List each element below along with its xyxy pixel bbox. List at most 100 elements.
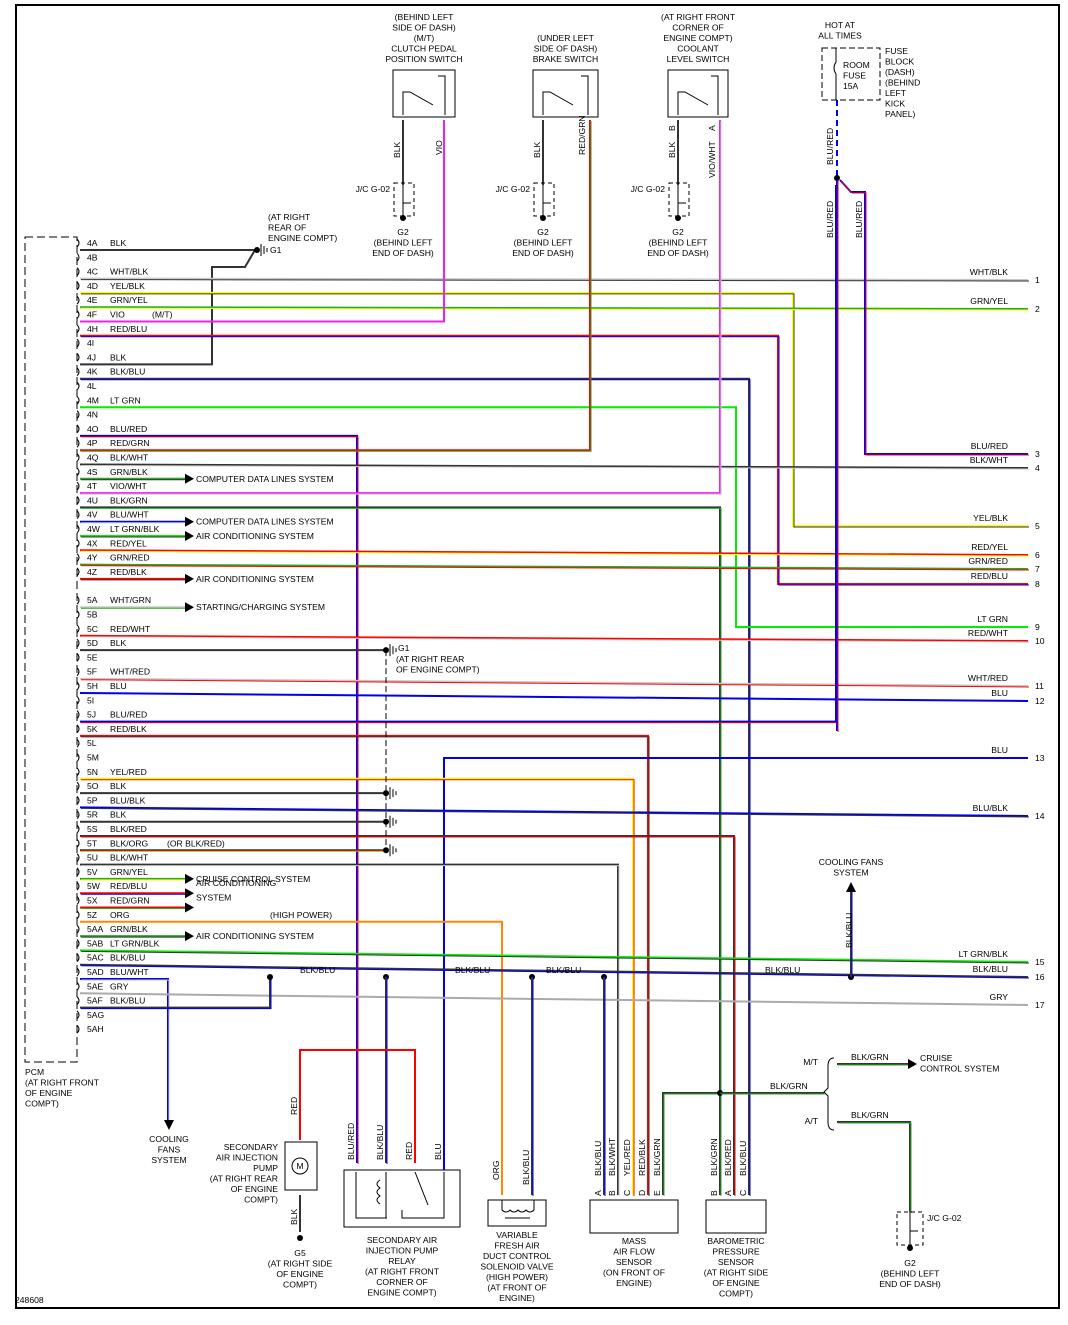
terminal-number: 2 bbox=[1035, 304, 1040, 314]
maf-pin: B bbox=[607, 1190, 617, 1196]
pin-wire-color: RED/WHT bbox=[110, 624, 151, 634]
switch-label: SIDE OF DASH) bbox=[534, 44, 598, 54]
pin-number: 5W bbox=[87, 881, 101, 891]
switch-body bbox=[392, 69, 456, 118]
baro-pin: C bbox=[738, 1190, 748, 1196]
pin-bracket bbox=[76, 939, 80, 948]
system-arrow-icon bbox=[185, 531, 194, 541]
terminal-number: 14 bbox=[1035, 811, 1045, 821]
g5-label: G5 bbox=[294, 1248, 306, 1258]
cruise-arrow-icon bbox=[908, 1059, 917, 1069]
pin-number: 5L bbox=[87, 738, 97, 748]
terminal-number: 12 bbox=[1035, 696, 1045, 706]
switch-label: COOLANT bbox=[677, 44, 719, 54]
valve-wire-label: ORG bbox=[491, 1160, 501, 1180]
motor-label: M bbox=[296, 1161, 303, 1171]
ground-dot bbox=[675, 215, 681, 221]
maf-blk-grn bbox=[662, 1092, 720, 1195]
pin-number: 4X bbox=[87, 538, 98, 548]
wire-5ad bbox=[80, 978, 169, 1120]
wire-4t bbox=[80, 120, 721, 495]
ground-dot bbox=[540, 215, 546, 221]
pin-wire-color: BLK bbox=[110, 238, 127, 248]
pin-bracket bbox=[76, 281, 80, 291]
pin-bracket bbox=[76, 910, 80, 920]
cruise-wire-label: BLK/GRN bbox=[770, 1081, 808, 1091]
maf-blk-grn-stripe bbox=[663, 1093, 721, 1196]
relay-label: (AT RIGHT FRONT bbox=[365, 1267, 440, 1277]
bus-label: BLK/BLU bbox=[765, 965, 800, 975]
wire-4t-stripe bbox=[81, 121, 722, 495]
pin-bracket bbox=[76, 710, 80, 719]
valve-label: VARIABLE bbox=[496, 1230, 538, 1240]
pin-bracket bbox=[76, 267, 80, 276]
pin-number: 5R bbox=[87, 810, 98, 820]
pin-number: 5V bbox=[87, 867, 98, 877]
pin-bracket bbox=[76, 724, 80, 734]
fuse-block-label: (BEHIND bbox=[885, 78, 920, 88]
relay-label: RELAY bbox=[388, 1256, 416, 1266]
pin-wire-color: GRN/YEL bbox=[110, 295, 148, 305]
baro-label: COMPT) bbox=[719, 1289, 753, 1299]
pin-number: 4E bbox=[87, 295, 98, 305]
fuse-block-label: PANEL) bbox=[885, 109, 916, 119]
system-arrow-icon bbox=[185, 573, 194, 584]
terminal-wire-label: BLK/WHT bbox=[970, 455, 1009, 465]
pin-bracket bbox=[76, 695, 80, 705]
maf-label: AIR FLOW bbox=[613, 1247, 655, 1257]
wire-4d bbox=[80, 291, 1028, 527]
pin-number: 4Y bbox=[87, 553, 98, 563]
pin-wire-color: LT GRN bbox=[110, 395, 141, 405]
pin-number: 5E bbox=[87, 652, 98, 662]
jc-g02-internal-br bbox=[909, 1212, 918, 1248]
system-link-label: CRUISE CONTROL SYSTEM bbox=[196, 874, 310, 884]
wire-4o bbox=[80, 434, 358, 1163]
pin-bracket bbox=[76, 738, 80, 748]
g5-label: (AT RIGHT SIDE bbox=[268, 1259, 333, 1269]
pin-wire-color: BLU/RED bbox=[110, 710, 147, 720]
pin-bracket bbox=[76, 996, 80, 1005]
pin-number: 5O bbox=[87, 781, 99, 791]
terminal-wire-label: WHT/BLK bbox=[970, 267, 1008, 277]
baro-body bbox=[705, 1199, 767, 1234]
wire-4h bbox=[80, 334, 1028, 585]
switch-wire-label: RED/GRN bbox=[577, 115, 587, 155]
wire-5ac-stripe bbox=[80, 965, 1030, 979]
terminal-wire-label: BLU/BLK bbox=[973, 803, 1009, 813]
pcm-label: (AT RIGHT FRONT bbox=[25, 1078, 100, 1088]
switch-label: BRAKE SWITCH bbox=[533, 54, 598, 64]
ground-g1-mid-dot bbox=[383, 790, 389, 797]
ground-g5-dot bbox=[297, 1235, 303, 1241]
pin-wire-color: RED/BLU bbox=[110, 324, 147, 334]
jc-label: J/C G-02 bbox=[927, 1213, 962, 1223]
pin-number: 5H bbox=[87, 681, 98, 691]
wire-5m-blu bbox=[443, 757, 1028, 1163]
pin-number: 5AA bbox=[87, 924, 104, 934]
pin-number: 4H bbox=[87, 324, 98, 334]
baro-pin: A bbox=[723, 1190, 733, 1196]
bus-splice-dot bbox=[267, 974, 273, 980]
fuse-block-outline bbox=[821, 47, 881, 101]
pin-number: 5AG bbox=[87, 1010, 105, 1020]
pin-bracket bbox=[76, 1024, 80, 1034]
pin-wire-color: RED/YEL bbox=[110, 538, 147, 548]
pcm-label: PCM bbox=[25, 1067, 44, 1077]
cooling-fans-top-label: COOLING FANS bbox=[819, 857, 884, 867]
switch-label: SIDE OF DASH) bbox=[392, 23, 456, 33]
wire-5h bbox=[79, 692, 1029, 702]
terminal-wire-label: GRY bbox=[990, 992, 1009, 1002]
wire-4f bbox=[80, 120, 445, 323]
terminal-wire-label: RED/BLU bbox=[971, 571, 1008, 581]
jc-g02-box bbox=[533, 182, 555, 217]
pin-wire-color: GRN/RED bbox=[110, 553, 150, 563]
terminal-wire-label: BLU/RED bbox=[971, 441, 1008, 451]
hot-at-all-times: ALL TIMES bbox=[818, 31, 862, 41]
relay-wire-label: RED bbox=[404, 1142, 414, 1160]
pin-number: 4W bbox=[87, 524, 101, 534]
pin-bracket bbox=[76, 410, 80, 419]
cooling-fans-left-label: FANS bbox=[158, 1145, 181, 1155]
pin-wire-color: BLK/ORG bbox=[110, 838, 149, 848]
wire-4e bbox=[79, 306, 1029, 310]
pin-bracket bbox=[76, 967, 80, 977]
pin-wire-color: BLK/BLU bbox=[110, 996, 145, 1006]
